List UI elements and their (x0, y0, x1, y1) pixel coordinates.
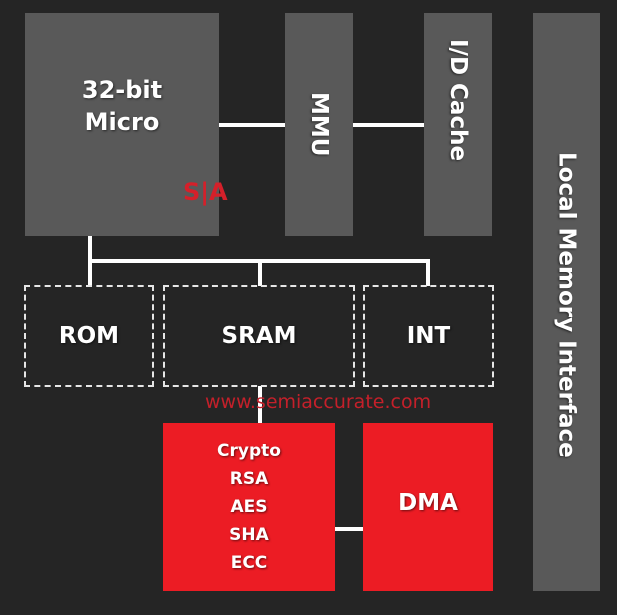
dma-label: DMA (398, 490, 458, 516)
micro-label: 32-bit Micro (82, 74, 162, 138)
crypto-label: Crypto (217, 441, 281, 461)
micro-block: 32-bit Micro (25, 13, 219, 236)
aes-label: AES (230, 497, 268, 517)
sram-label: SRAM (221, 323, 297, 349)
semiaccurate-logo: S|A (183, 178, 228, 206)
watermark-url: www.semiaccurate.com (205, 391, 432, 413)
mmu-label: MMU (306, 92, 332, 157)
rsa-label: RSA (229, 469, 269, 489)
rom-block: ROM (24, 285, 154, 387)
cache-label: I/D Cache (445, 39, 471, 162)
line-bus-sram (258, 259, 262, 286)
crypto-block: Crypto RSA AES SHA ECC (163, 423, 335, 591)
line-crypto-dma (335, 527, 363, 531)
int-block: INT (363, 285, 494, 387)
rom-label: ROM (58, 323, 120, 349)
line-mmu-cache (353, 123, 424, 127)
ecc-label: ECC (230, 553, 268, 573)
int-label: INT (406, 323, 451, 349)
line-bus-int (426, 259, 430, 286)
line-sram-crypto (258, 386, 262, 424)
mmu-block: MMU (285, 13, 353, 236)
line-micro-mmu (219, 123, 285, 127)
micro-label-line2: Micro (84, 107, 160, 136)
micro-label-line1: 32-bit (81, 75, 163, 104)
cache-block: I/D Cache (424, 13, 492, 236)
dma-block: DMA (363, 423, 493, 591)
local-memory-interface-block: Local Memory Interface (533, 13, 600, 591)
local-memory-interface-label: Local Memory Interface (553, 151, 580, 458)
sram-block: SRAM (163, 285, 355, 387)
sha-label: SHA (229, 525, 269, 545)
